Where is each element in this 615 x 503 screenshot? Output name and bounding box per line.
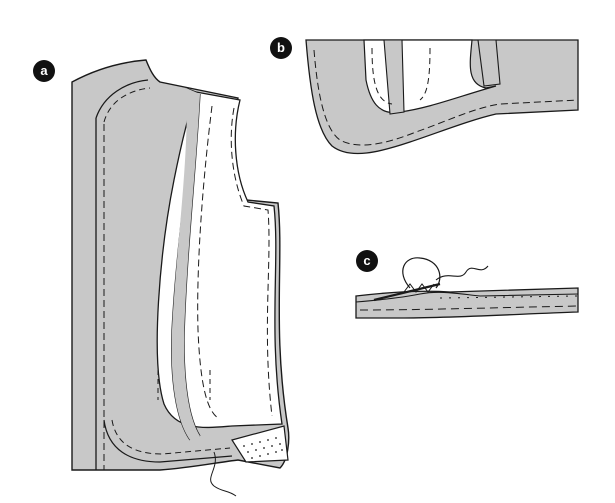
panel-label-c: c [356,250,378,272]
thread-loop [402,257,441,289]
panel-a-illustration [71,59,290,497]
hand-stitches [403,283,435,293]
corner-facing-strip [383,39,405,115]
front-hem-stitch [111,419,231,455]
armhole-stitch-line [230,107,273,417]
neckline-binding-inner [103,87,151,123]
corner-right-strip [477,39,501,87]
hem-stitch-dashed [359,305,579,311]
loose-thread-a [210,451,237,497]
neckline-binding [95,79,149,119]
needle [373,282,441,302]
interfacing-dots [243,437,283,459]
panel-label-b: b [270,37,292,59]
lining-stitch-line [197,105,219,419]
panel-b-illustration [305,39,579,155]
corner-stitch-right [419,47,431,101]
corner-stitch-outer [313,49,579,146]
panel-c-illustration [355,257,579,319]
facing-strip-shade [171,88,200,440]
thread-tail [435,265,489,281]
panel-label-a: a [33,60,55,82]
front-hem-curve [103,419,233,463]
interfacing-corner [231,425,289,463]
hem-fabric-strip [355,287,579,319]
